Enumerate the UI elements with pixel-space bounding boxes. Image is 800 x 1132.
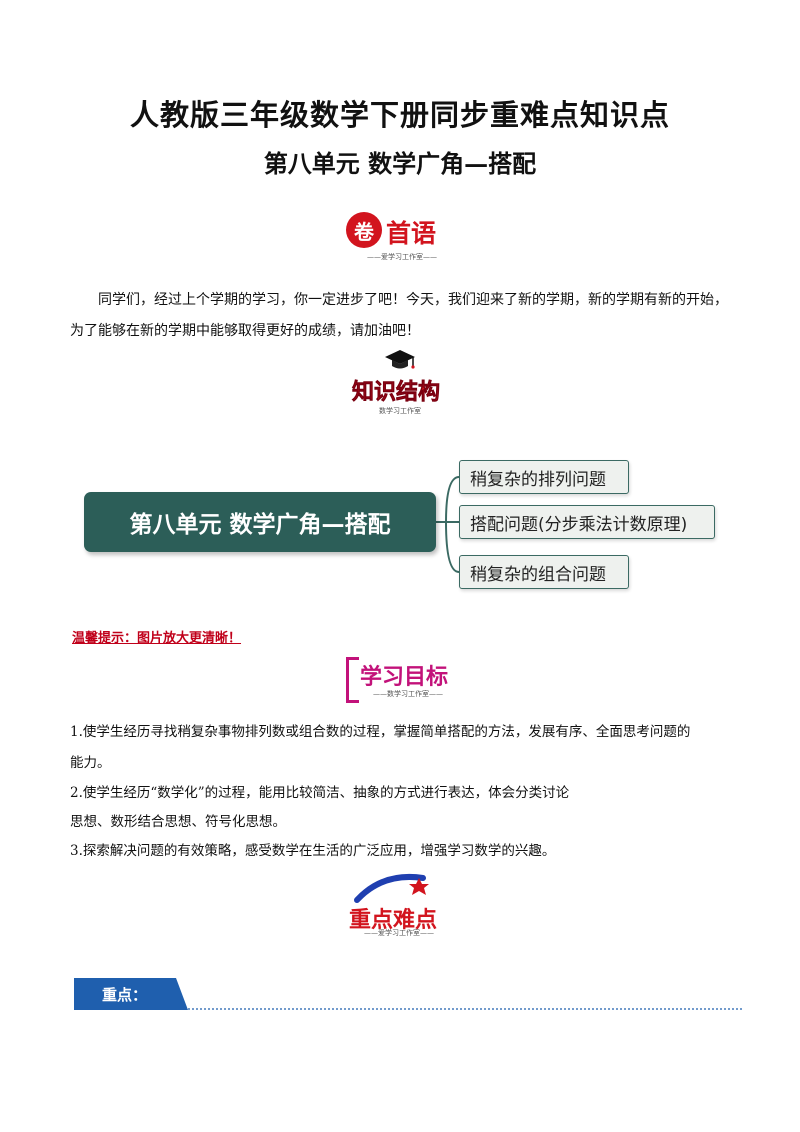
keypoints-label: 重点难点 xyxy=(349,908,438,933)
preface-subtitle: ——爱学习工作室—— xyxy=(367,253,437,261)
structure-label: 知识结构 xyxy=(352,380,441,406)
section-bar-label: 重点： xyxy=(102,986,148,1004)
goal-1-line-2: 能力。 xyxy=(70,755,111,771)
goal-2-line-1: 2.使学生经历“数学化”的过程，能用比较简洁、抽象的方式进行表达，体会分类讨论 xyxy=(70,785,570,801)
preface-char: 卷 xyxy=(354,219,374,244)
preface-circle: 卷 xyxy=(346,212,382,248)
mindmap-branch-combination: 稍复杂的组合问题 xyxy=(459,555,629,589)
keypoints-subtitle: ——爱学习工作室—— xyxy=(364,929,434,937)
goal-2-line-2: 思想、数形结合思想、符号化思想。 xyxy=(70,814,286,830)
document-title: 人教版三年级数学下册同步重难点知识点 xyxy=(129,98,670,132)
document-subtitle: 第八单元 数学广角—搭配 xyxy=(263,149,537,178)
tip-text: 温馨提示：图片放大更清晰！ xyxy=(72,631,242,646)
keypoints-badge: 重点难点 ——爱学习工作室—— xyxy=(345,870,455,940)
goals-bracket xyxy=(346,657,359,703)
graduation-cap-icon xyxy=(385,350,415,369)
swoosh-star-icon xyxy=(354,874,429,903)
goals-subtitle: ——数学习工作室—— xyxy=(373,690,443,698)
mindmap-branch-permutation: 稍复杂的排列问题 xyxy=(459,460,629,494)
structure-subtitle: 数学习工作室 xyxy=(379,407,421,415)
goal-3: 3.探索解决问题的有效策略，感受数学在生活的广泛应用，增强学习数学的兴趣。 xyxy=(70,843,556,859)
intro-paragraph: 同学们，经过上个学期的学习，你一定进步了吧！今天，我们迎来了新的学期，新的学期有… xyxy=(70,292,728,339)
section-bar-shape xyxy=(74,978,742,1010)
goal-1-line-1: 1.使学生经历寻找稍复杂事物排列数或组合数的过程，掌握简单搭配的方法，发展有序、… xyxy=(70,724,691,740)
goals-label: 学习目标 xyxy=(360,665,449,690)
preface-label: 首语 xyxy=(386,219,437,248)
goals-badge: 学习目标 ——数学习工作室—— xyxy=(346,655,456,703)
structure-badge: 知识结构 数学习工作室 xyxy=(348,348,452,418)
mindmap-root: 第八单元 数学广角—搭配 xyxy=(84,492,436,552)
mindmap-branch-pairing: 搭配问题(分步乘法计数原理) xyxy=(459,505,715,539)
preface-badge: 卷 首语 ——爱学习工作室—— xyxy=(340,208,464,264)
